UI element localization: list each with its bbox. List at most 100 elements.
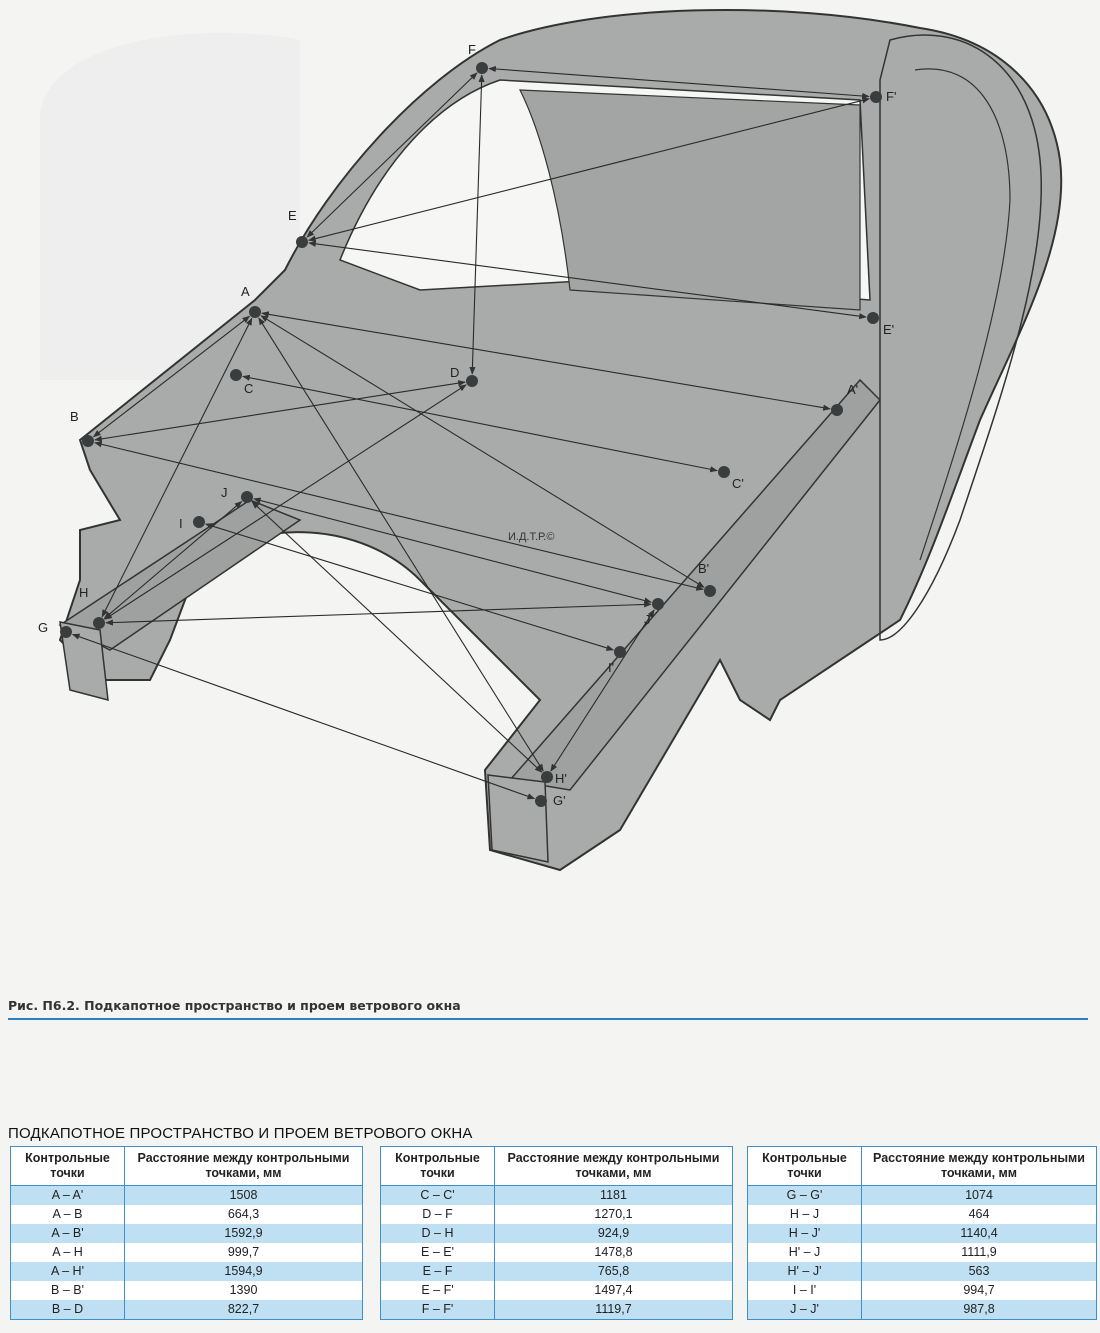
control-points-cell: E – F' bbox=[380, 1281, 495, 1300]
distance-cell: 994,7 bbox=[963, 1283, 995, 1297]
point-label-ip: I' bbox=[608, 660, 614, 675]
column-header-points: Контрольные точки bbox=[10, 1146, 125, 1186]
door-frame bbox=[879, 34, 1043, 641]
table-row: A – A'1508 bbox=[10, 1185, 363, 1205]
control-points-cell: G – G' bbox=[747, 1185, 862, 1205]
table-row: C – C'1181 bbox=[380, 1185, 733, 1205]
point-label-bp: B' bbox=[698, 561, 709, 576]
car-body-diagram: FF'EE'AA'BB'CC'DJJ'II'HH'GG' И.Д.Т.Р.© bbox=[38, 8, 1063, 872]
control-points-cell: A – H bbox=[10, 1243, 125, 1262]
distance-cell: 664,3 bbox=[227, 1207, 260, 1221]
control-points: FF'EE'AA'BB'CC'DJJ'II'HH'GG' bbox=[38, 42, 896, 808]
point-label-f: F bbox=[468, 42, 476, 57]
table-row: H – J'1140,4 bbox=[747, 1224, 1097, 1243]
table-row: B – B' 1390 bbox=[10, 1281, 363, 1300]
control-point-cp bbox=[718, 466, 730, 478]
control-points-cell: A – H' bbox=[10, 1262, 125, 1281]
control-point-d bbox=[466, 375, 478, 387]
control-point-ap bbox=[831, 404, 843, 416]
distance-cell: 1390 bbox=[229, 1283, 258, 1297]
control-points-cell: E – F bbox=[380, 1262, 495, 1281]
column-header-points: Контрольные точки bbox=[380, 1146, 495, 1186]
point-label-fp: F' bbox=[886, 89, 896, 104]
control-point-gp bbox=[535, 795, 547, 807]
control-points-cell: E – E' bbox=[380, 1243, 495, 1262]
point-label-j: J bbox=[221, 485, 228, 500]
control-points-cell: J – J' bbox=[747, 1300, 862, 1320]
distance-cell: 1140,4 bbox=[861, 1224, 1097, 1243]
table-row: A – B 664,3 bbox=[10, 1205, 363, 1224]
point-label-b: B bbox=[70, 409, 79, 424]
control-points-cell: H' – J bbox=[747, 1243, 862, 1262]
distance-cell: 1111,9 bbox=[961, 1245, 997, 1259]
point-label-h: H bbox=[79, 585, 88, 600]
control-points-cell: D – F bbox=[380, 1205, 495, 1224]
right-bumper-mount bbox=[487, 774, 549, 863]
distance-cell: 1074 bbox=[861, 1185, 1097, 1205]
door-frame-inner bbox=[914, 68, 1011, 561]
distance-cell: 822,7 bbox=[124, 1300, 363, 1320]
distance-cell: 1497,4 bbox=[594, 1283, 633, 1297]
measurements-table-1: Контрольные точки Расстояние между контр… bbox=[10, 1146, 363, 1320]
table-row: E – F' 1497,4 bbox=[380, 1281, 733, 1300]
distance-cell: 1508 bbox=[124, 1185, 363, 1205]
column-header-distance: Расстояние между контрольными точками, м… bbox=[124, 1146, 363, 1186]
measurement-line-h-j bbox=[103, 501, 243, 619]
firewall-panel bbox=[519, 89, 861, 311]
table-row: H' – J 1111,9 bbox=[747, 1243, 1097, 1262]
control-point-c bbox=[230, 369, 242, 381]
table-row: A – H 999,7 bbox=[10, 1243, 363, 1262]
control-points-cell: F – F' bbox=[380, 1300, 495, 1320]
measurement-line-f-fp bbox=[488, 65, 870, 100]
distance-cell: 1181 bbox=[494, 1185, 733, 1205]
control-points-cell: A – B bbox=[10, 1205, 125, 1224]
column-header-points: Контрольные точки bbox=[747, 1146, 862, 1186]
control-point-jp bbox=[652, 598, 664, 610]
point-label-d: D bbox=[450, 365, 459, 380]
distance-cell: 1119,7 bbox=[494, 1300, 733, 1320]
control-point-h bbox=[93, 617, 105, 629]
measurements-table-2: Контрольные точки Расстояние между контр… bbox=[380, 1146, 733, 1320]
control-points-cell: C – C' bbox=[380, 1185, 495, 1205]
caption-divider bbox=[8, 1018, 1088, 1020]
point-label-cp: C' bbox=[732, 476, 744, 491]
point-label-hp: H' bbox=[555, 771, 567, 786]
watermark: И.Д.Т.Р.© bbox=[508, 531, 554, 543]
control-points-cell: A – A' bbox=[10, 1185, 125, 1205]
point-label-gp: G' bbox=[553, 793, 566, 808]
distance-cell: 765,8 bbox=[494, 1262, 733, 1281]
control-points-cell: D – H bbox=[380, 1224, 495, 1243]
point-label-ap: A' bbox=[847, 382, 858, 397]
point-label-g: G bbox=[38, 620, 48, 635]
distance-cell: 999,7 bbox=[227, 1245, 260, 1259]
distance-cell: 1594,9 bbox=[124, 1262, 363, 1281]
control-point-j bbox=[241, 491, 253, 503]
measurement-line-e-fp bbox=[308, 97, 870, 242]
table-row: G – G'1074 bbox=[747, 1185, 1097, 1205]
table-row: E – E' 1478,8 bbox=[380, 1243, 733, 1262]
control-point-i bbox=[193, 516, 205, 528]
distance-cell: 924,9 bbox=[494, 1224, 733, 1243]
point-label-i: I bbox=[179, 516, 183, 531]
table-row: A – B'1592,9 bbox=[10, 1224, 363, 1243]
control-points-cell: A – B' bbox=[10, 1224, 125, 1243]
control-point-ep bbox=[867, 312, 879, 324]
distance-cell: 563 bbox=[861, 1262, 1097, 1281]
distance-cell: 1478,8 bbox=[594, 1245, 633, 1259]
distance-cell: 987,8 bbox=[861, 1300, 1097, 1320]
table-row: I – I'994,7 bbox=[747, 1281, 1097, 1300]
control-point-bp bbox=[704, 585, 716, 597]
point-label-a: A bbox=[241, 284, 250, 299]
control-point-g bbox=[60, 626, 72, 638]
control-point-hp bbox=[541, 771, 553, 783]
distance-cell: 1592,9 bbox=[124, 1224, 363, 1243]
measurement-lines bbox=[71, 65, 870, 800]
control-points-cell: H' – J' bbox=[747, 1262, 862, 1281]
control-point-a bbox=[249, 306, 261, 318]
measurement-line-g-gp bbox=[71, 633, 536, 800]
control-points-cell: B – B' bbox=[10, 1281, 125, 1300]
control-point-b bbox=[82, 435, 94, 447]
